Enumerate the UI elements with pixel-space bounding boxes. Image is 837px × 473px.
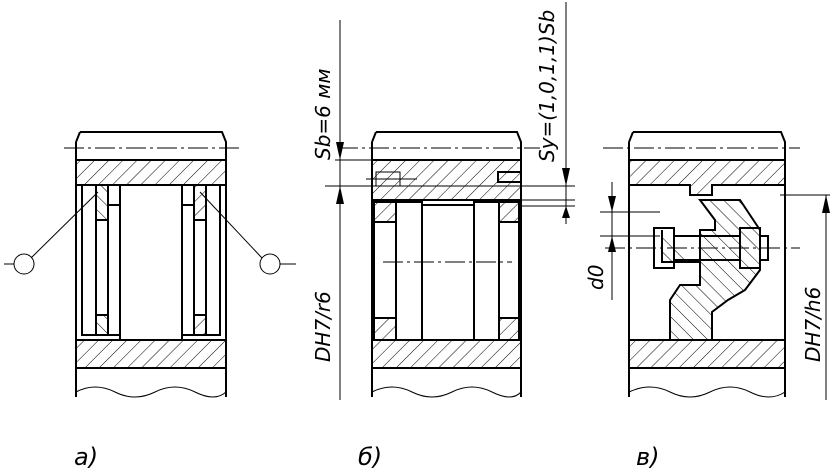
panel-a-drawing (4, 131, 296, 398)
panel-label-a: a) (74, 443, 98, 471)
panel-label-c: в) (636, 443, 660, 471)
dim-fit-right: DH7/h6 (801, 287, 825, 362)
dim-fit-left: DH7/r6 (311, 291, 335, 362)
dim-d0: d0 (584, 265, 608, 290)
dim-sb: Sb=6 мм (311, 69, 335, 160)
callout-circle-left (13, 253, 35, 275)
callout-circle-right (259, 253, 281, 275)
dim-sy: Sy=(1,0,1,1)Sb (535, 10, 559, 162)
panel-b-drawing (325, 2, 575, 400)
panel-c-drawing (600, 131, 830, 400)
panel-label-b: б) (358, 443, 382, 471)
